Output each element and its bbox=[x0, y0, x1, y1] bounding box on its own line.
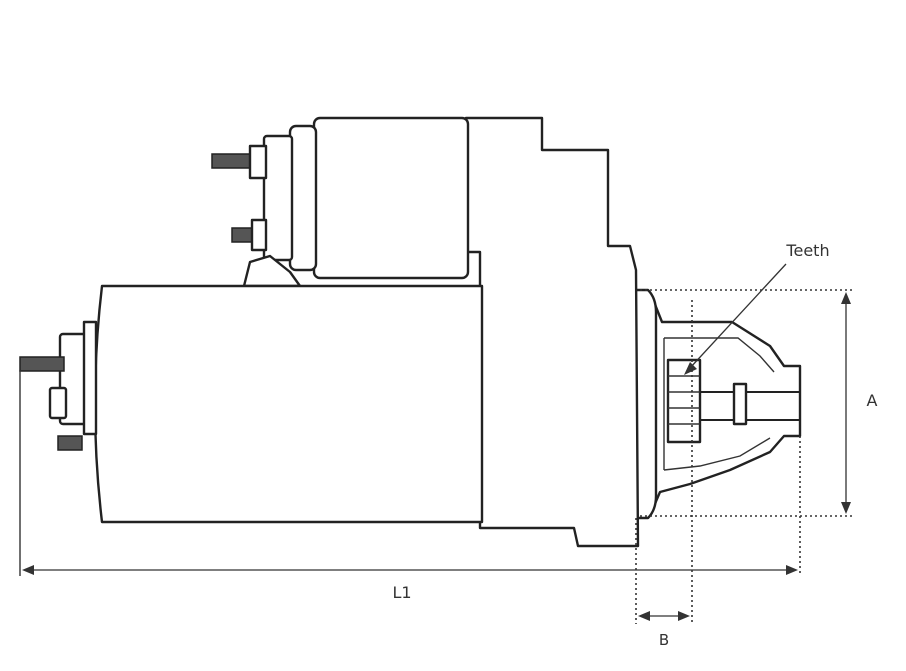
solenoid bbox=[262, 116, 470, 280]
drive-shaft bbox=[700, 382, 800, 426]
teeth-callout: Teeth bbox=[684, 241, 830, 375]
dimension-b: B bbox=[635, 300, 693, 649]
motor-body bbox=[93, 284, 484, 524]
rear-terminal-stud-lower bbox=[57, 435, 83, 451]
nose-flange bbox=[632, 288, 658, 520]
rear-end-cap bbox=[48, 320, 98, 436]
label-b: B bbox=[659, 631, 669, 649]
solenoid-terminal-lower bbox=[231, 218, 268, 252]
dimension-l1: L1 bbox=[19, 370, 801, 602]
solenoid-terminal-upper bbox=[211, 144, 268, 180]
label-teeth: Teeth bbox=[785, 241, 829, 260]
rear-terminal-stud-upper bbox=[19, 356, 65, 372]
mounting-bracket bbox=[464, 116, 640, 548]
drive-nose bbox=[652, 300, 802, 508]
pinion-gear bbox=[666, 358, 702, 444]
label-l1: L1 bbox=[392, 583, 411, 602]
label-a: A bbox=[867, 391, 878, 410]
dimension-a: A bbox=[640, 289, 878, 517]
